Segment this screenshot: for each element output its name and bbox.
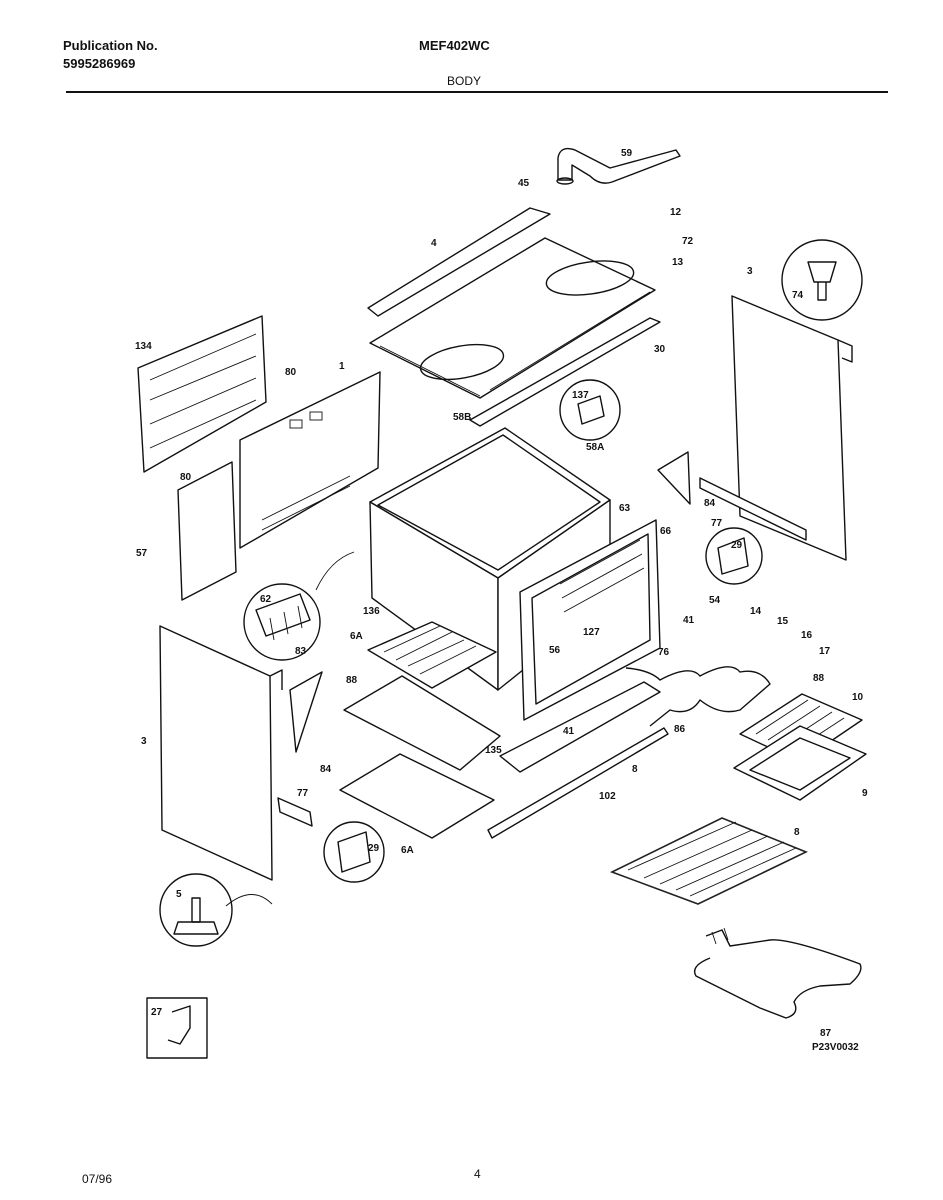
- callout-86: 86: [674, 724, 686, 735]
- callout-83: 83: [295, 646, 307, 657]
- callout-56: 56: [549, 645, 561, 656]
- callout-5: 5: [176, 889, 182, 900]
- wrapper-panel-part: [177, 461, 237, 601]
- callout-54: 54: [709, 595, 721, 606]
- callout-16: 16: [801, 630, 813, 641]
- callout-12: 12: [670, 207, 682, 218]
- oven-bottom-part: [499, 681, 661, 773]
- callout-74: 74: [792, 290, 804, 301]
- callout-labels: 59 45 12 72 13 4 30 3 74 134 80 1 80 57 …: [135, 148, 868, 1053]
- callout-57: 57: [136, 548, 148, 559]
- callout-136: 136: [363, 606, 380, 617]
- callout-135: 135: [485, 745, 502, 756]
- left-rail-part: [277, 797, 313, 827]
- callout-102: 102: [599, 791, 616, 802]
- callout-76: 76: [658, 647, 670, 658]
- callout-137: 137: [572, 390, 589, 401]
- right-side-panel-part: [731, 295, 853, 561]
- left-side-panel-part: [159, 625, 283, 881]
- callout-88-top: 88: [813, 673, 825, 684]
- rail-part: [469, 317, 661, 427]
- large-oven-rack-part: [609, 817, 808, 905]
- callout-10: 10: [852, 692, 864, 703]
- left-bracket-part: [289, 671, 323, 753]
- callout-3-left: 3: [141, 736, 147, 747]
- callout-29-right: 29: [731, 540, 743, 551]
- publication-label: Publication No.: [63, 38, 158, 53]
- callout-134: 134: [135, 341, 152, 352]
- callout-58a: 58A: [586, 442, 604, 453]
- callout-41-low: 41: [563, 726, 575, 737]
- callout-3-right: 3: [747, 266, 753, 277]
- terminal-block-detail: [243, 551, 355, 661]
- page-number: 4: [474, 1167, 481, 1181]
- back-panel-part: [137, 315, 267, 473]
- callout-77-left: 77: [297, 788, 309, 799]
- callout-84-right: 84: [704, 498, 716, 509]
- callout-77-right: 77: [711, 518, 723, 529]
- left-bracket-detail: [323, 821, 385, 883]
- callout-8-rack: 8: [794, 827, 800, 838]
- gasket-clip-detail: [559, 379, 621, 441]
- bracket-detail: [705, 527, 763, 585]
- drawer-part: [339, 753, 495, 839]
- callout-84-left: 84: [320, 764, 332, 775]
- callout-41-right: 41: [683, 615, 695, 626]
- broiler-pan-part: [733, 693, 867, 801]
- footer-date: 07/96: [82, 1172, 113, 1186]
- callout-15: 15: [777, 616, 789, 627]
- cooktop-panel-part: [367, 207, 656, 399]
- callout-63: 63: [619, 503, 631, 514]
- callout-87: 87: [820, 1028, 832, 1039]
- callout-4: 4: [431, 238, 437, 249]
- oven-rack-part: [367, 621, 497, 689]
- callout-8-mid: 8: [632, 764, 638, 775]
- callout-17: 17: [819, 646, 831, 657]
- vent-tube-part: [556, 147, 681, 185]
- callout-6a-top: 6A: [350, 631, 363, 642]
- callout-45: 45: [518, 178, 530, 189]
- leveling-knob-detail: [781, 239, 863, 321]
- callout-80-top: 80: [285, 367, 297, 378]
- callout-72: 72: [682, 236, 694, 247]
- callout-62: 62: [260, 594, 272, 605]
- callout-127: 127: [583, 627, 600, 638]
- bake-element-part: [625, 666, 771, 727]
- callout-14: 14: [750, 606, 762, 617]
- header-rule: [66, 91, 888, 93]
- callout-6a-bottom: 6A: [401, 845, 414, 856]
- callout-30: 30: [654, 344, 666, 355]
- model-number: MEF402WC: [419, 38, 490, 53]
- callout-80-bottom: 80: [180, 472, 192, 483]
- leveler-detail: [159, 873, 273, 947]
- callout-88-low: 88: [346, 675, 358, 686]
- callout-58b: 58B: [453, 412, 471, 423]
- oven-cavity-part: [369, 427, 661, 721]
- callout-29-left: 29: [368, 843, 380, 854]
- callout-27: 27: [151, 1007, 163, 1018]
- callout-9: 9: [862, 788, 868, 799]
- inset-detail-box: [146, 997, 208, 1059]
- drawing-code: P23V0032: [812, 1042, 859, 1053]
- callout-59: 59: [621, 148, 633, 159]
- callout-1: 1: [339, 361, 345, 372]
- section-title: BODY: [447, 74, 482, 88]
- callout-66: 66: [660, 526, 672, 537]
- side-panel-part: [239, 371, 381, 549]
- drawer-liner-part: [343, 675, 501, 771]
- side-rail-part: [699, 477, 807, 541]
- bracket-part: [657, 451, 691, 505]
- callout-13: 13: [672, 257, 684, 268]
- front-rail-part: [487, 727, 669, 839]
- publication-number: 5995286969: [63, 56, 136, 71]
- bake-element-lower-part: [693, 927, 862, 1019]
